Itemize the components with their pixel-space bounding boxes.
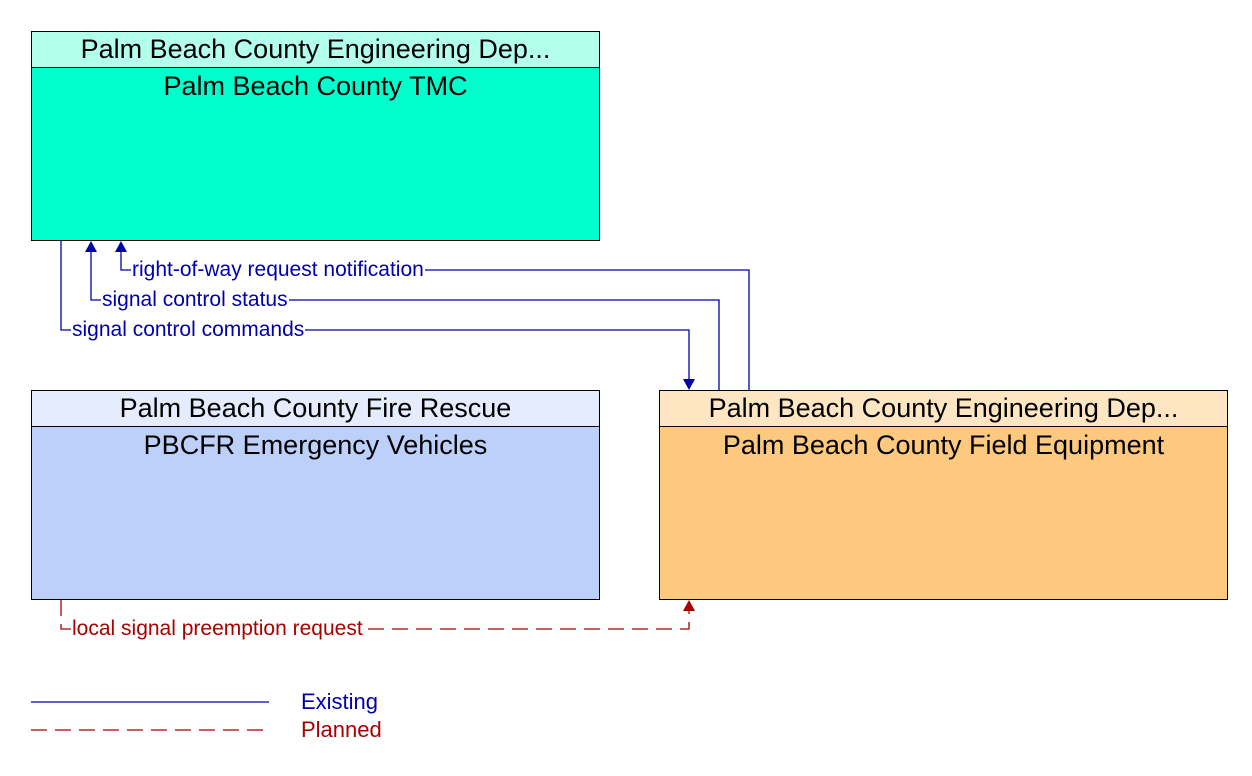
- arrowhead-up-icon: [683, 600, 695, 611]
- element-owner: Palm Beach County Fire Rescue: [32, 391, 599, 427]
- element-palm-beach-county-field-equipment[interactable]: Palm Beach County Engineering Dep... Pal…: [659, 390, 1228, 600]
- arrowhead-up-icon: [115, 241, 127, 252]
- arrowhead-down-icon: [683, 379, 695, 390]
- flow-signal-control-commands[interactable]: [60, 241, 695, 390]
- flow-label-signal-control-commands[interactable]: signal control commands: [71, 318, 306, 341]
- flow-label-local-signal-preemption-request[interactable]: local signal preemption request: [71, 617, 364, 640]
- element-owner: Palm Beach County Engineering Dep...: [660, 391, 1227, 427]
- element-name: Palm Beach County Field Equipment: [722, 430, 1165, 460]
- element-owner: Palm Beach County Engineering Dep...: [32, 32, 599, 68]
- element-name: Palm Beach County TMC: [163, 71, 468, 101]
- arrowhead-up-icon: [85, 241, 97, 252]
- flow-local-signal-preemption-request[interactable]: [60, 600, 695, 630]
- element-name: PBCFR Emergency Vehicles: [143, 430, 488, 460]
- legend-existing-label: Existing: [301, 689, 379, 714]
- element-palm-beach-county-tmc[interactable]: Palm Beach County Engineering Dep... Pal…: [31, 31, 600, 241]
- flow-right-of-way-request-notification[interactable]: [115, 241, 750, 390]
- flow-signal-control-status[interactable]: [85, 241, 720, 390]
- flow-label-signal-control-status[interactable]: signal control status: [101, 288, 289, 311]
- element-pbcfr-emergency-vehicles[interactable]: Palm Beach County Fire Rescue PBCFR Emer…: [31, 390, 600, 600]
- legend-planned-label: Planned: [301, 717, 382, 742]
- flow-label-right-of-way-request-notification[interactable]: right-of-way request notification: [131, 258, 425, 281]
